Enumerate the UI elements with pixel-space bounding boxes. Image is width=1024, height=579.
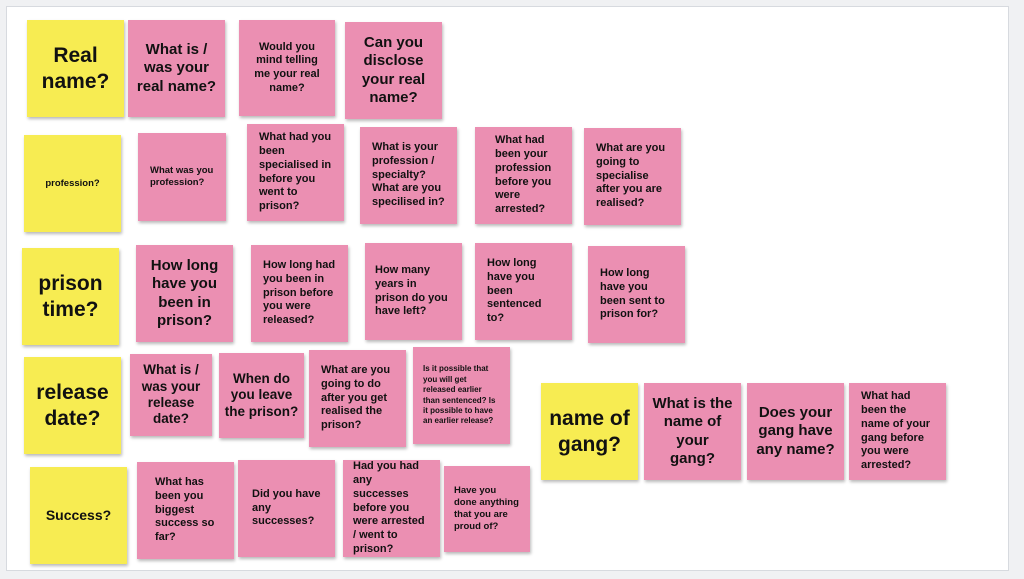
question-note[interactable]: What is / was your real name? [128,20,225,117]
note-text: profession? [45,177,100,189]
note-text: How long have you been in prison? [150,256,219,329]
note-text: What has been you biggest success so far… [155,476,215,544]
note-text: Can you disclose your real name? [361,33,426,106]
note-text: Does your gang have any name? [756,404,835,458]
note-text: How many years in prison do you have lef… [375,264,448,318]
note-text: Did you have any successes? [252,487,321,528]
question-note[interactable]: When do you leave the prison? [219,353,304,438]
category-note-prison-time[interactable]: prison time? [22,248,119,345]
question-note[interactable]: Had you had any successes before you wer… [343,460,440,557]
question-note[interactable]: What had been your profession before you… [475,127,572,224]
note-text: release date? [36,380,109,430]
note-text: What is the name of your gang? [652,394,733,467]
category-note-success[interactable]: Success? [30,467,127,564]
note-text: prison time? [38,271,103,321]
question-note[interactable]: Would you mind telling me your real name… [239,20,335,116]
note-text: What are you going to specialise after y… [596,142,666,210]
question-note[interactable]: How long have you been sentenced to? [475,243,572,340]
category-note-release-date[interactable]: release date? [24,357,121,454]
question-note[interactable]: How long have you been sent to prison fo… [588,246,685,343]
question-note[interactable]: Have you done anything that you are prou… [444,466,530,552]
question-note[interactable]: What has been you biggest success so far… [137,462,234,559]
category-note-name-of-gang[interactable]: name of gang? [541,383,638,480]
note-text: name of gang? [549,406,630,456]
note-text: How long have you been sent to prison fo… [600,267,665,321]
note-text: Real name? [41,43,110,93]
question-note[interactable]: Can you disclose your real name? [345,22,442,119]
note-text: Have you done anything that you are prou… [454,485,519,532]
note-text: Success? [45,506,112,523]
category-note-real-name[interactable]: Real name? [27,20,124,117]
question-note[interactable]: What is the name of your gang? [644,383,741,480]
note-text: What is / was your real name? [136,41,217,95]
question-note[interactable]: What was you profession? [138,133,226,221]
question-note[interactable]: What are you going to specialise after y… [584,128,681,225]
note-text: Is it possible that you will get release… [423,364,496,426]
question-note[interactable]: How long had you been in prison before y… [251,245,348,342]
note-text: What are you going to do after you get r… [321,364,391,432]
note-text: When do you leave the prison? [224,370,299,419]
category-note-profession[interactable]: profession? [24,135,121,232]
question-note[interactable]: What are you going to do after you get r… [309,350,406,447]
question-note[interactable]: Does your gang have any name? [747,383,844,480]
note-text: How long have you been sentenced to? [487,257,542,325]
question-note[interactable]: What had been the name of your gang befo… [849,383,946,480]
note-text: Had you had any successes before you wer… [353,460,425,555]
question-note[interactable]: How many years in prison do you have lef… [365,243,462,340]
note-text: What is / was your release date? [141,362,201,427]
question-note[interactable]: What is your profession / specialty? Wha… [360,127,457,224]
question-note[interactable]: What is / was your release date? [130,354,212,436]
note-text: Would you mind telling me your real name… [254,40,320,94]
question-note[interactable]: Did you have any successes? [238,460,335,557]
question-note[interactable]: What had you been specialised in before … [247,124,344,221]
note-text: What had you been specialised in before … [259,131,332,212]
note-text: What had been your profession before you… [495,134,552,215]
note-text: What is your profession / specialty? Wha… [372,141,445,209]
note-text: How long had you been in prison before y… [263,259,336,327]
question-note[interactable]: Is it possible that you will get release… [413,347,510,444]
note-text: What had been the name of your gang befo… [861,390,931,471]
question-note[interactable]: How long have you been in prison? [136,245,233,342]
note-text: What was you profession? [150,165,214,188]
